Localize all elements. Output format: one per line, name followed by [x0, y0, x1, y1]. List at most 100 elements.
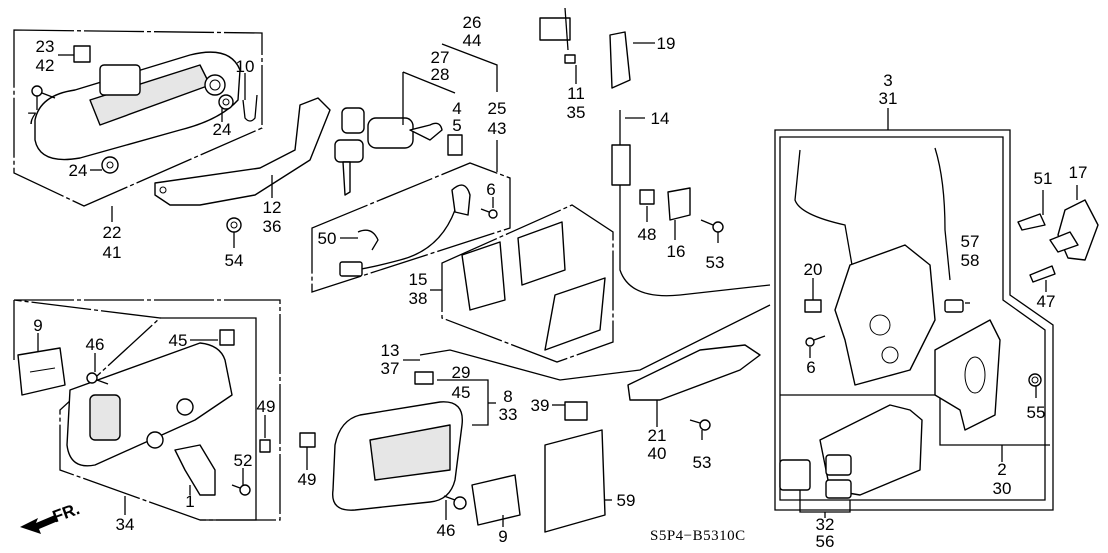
pad-59[interactable] [544, 429, 606, 533]
callout-24-a: 24 [213, 120, 232, 139]
inside-door-handle[interactable] [66, 342, 233, 467]
bracket-16[interactable] [667, 187, 691, 221]
inside-handle-21[interactable] [627, 344, 761, 401]
callout-labels: 23 42 7 10 24 24 22 41 12 36 54 26 44 27… [27, 13, 1087, 551]
callout-3: 3 [883, 71, 892, 90]
callout-4: 4 [452, 99, 461, 118]
callout-31: 31 [879, 89, 898, 108]
callout-28: 28 [431, 65, 450, 84]
callout-47: 47 [1037, 292, 1056, 311]
callout-46-b: 46 [437, 521, 456, 540]
clip-23[interactable] [73, 45, 91, 63]
callout-45-a: 45 [169, 331, 188, 350]
callout-10: 10 [236, 57, 255, 76]
callout-42: 42 [36, 56, 55, 75]
front-label: FR. [50, 499, 82, 526]
callout-24-b: 24 [69, 161, 88, 180]
cover-9-b[interactable] [471, 474, 521, 526]
callout-29: 29 [452, 363, 471, 382]
keys[interactable] [334, 107, 365, 196]
group-outline-actuator [441, 204, 614, 363]
callout-33: 33 [499, 405, 518, 424]
handle-bracket-12[interactable] [154, 97, 331, 206]
callout-46-a: 46 [86, 335, 105, 354]
screw-52[interactable] [231, 484, 251, 496]
callout-6-b: 6 [806, 358, 815, 377]
cover-9-a[interactable] [17, 347, 66, 396]
callout-40: 40 [648, 444, 667, 463]
door-switch-harness[interactable] [339, 184, 471, 277]
callout-39: 39 [531, 396, 550, 415]
callout-34: 34 [116, 515, 135, 534]
cap-19[interactable] [609, 31, 631, 89]
clip-50[interactable] [357, 229, 379, 251]
bolt-47[interactable] [1029, 265, 1056, 283]
callout-58: 58 [961, 251, 980, 270]
callout-15: 15 [409, 270, 428, 289]
diagram-code: S5P4−B5310C [650, 528, 746, 544]
inner-handle-8[interactable] [331, 401, 464, 511]
door-latch-assembly[interactable] [794, 147, 951, 386]
washer-24-b[interactable] [101, 156, 119, 174]
outer-door-handle[interactable] [34, 51, 241, 161]
callout-25: 25 [488, 99, 507, 118]
callout-51: 51 [1034, 169, 1053, 188]
rod-13[interactable] [419, 304, 771, 381]
door-lock-actuator[interactable] [461, 221, 606, 351]
bracket-plate-2[interactable] [934, 319, 1001, 431]
callout-22: 22 [103, 223, 122, 242]
clip-49-b[interactable] [299, 432, 316, 448]
callout-1: 1 [185, 492, 194, 511]
clip-4-5[interactable] [447, 134, 463, 156]
lock-cable-14[interactable] [611, 110, 771, 297]
clip-49-a[interactable] [259, 439, 271, 453]
connector-bracket-32[interactable] [779, 404, 923, 499]
striker-17[interactable] [1049, 199, 1099, 261]
bolt-51[interactable] [1017, 213, 1046, 231]
callout-52: 52 [234, 451, 253, 470]
callout-21: 21 [648, 426, 667, 445]
callout-35: 35 [567, 103, 586, 122]
callout-8: 8 [503, 387, 512, 406]
callout-14: 14 [651, 109, 670, 128]
callout-59: 59 [617, 491, 636, 510]
screw-53-b[interactable] [689, 419, 711, 431]
callout-49-a: 49 [257, 397, 276, 416]
callout-53-a: 53 [706, 253, 725, 272]
callout-37: 37 [381, 359, 400, 378]
screw-6-b[interactable] [805, 335, 826, 347]
leader-lines [36, 42, 1078, 527]
clip-11[interactable] [539, 7, 576, 64]
screw-46-b[interactable] [443, 495, 467, 510]
callout-13: 13 [381, 341, 400, 360]
screw-6-a[interactable] [480, 208, 498, 219]
bolt-55[interactable] [1028, 373, 1042, 387]
clip-48[interactable] [639, 189, 655, 205]
screw-53-a[interactable] [700, 219, 724, 233]
callout-16: 16 [667, 242, 686, 261]
spring-10[interactable] [242, 94, 258, 122]
clip-29[interactable] [414, 371, 434, 385]
callout-45-b: 45 [452, 383, 471, 402]
screw-7[interactable] [31, 85, 56, 99]
key-cylinder[interactable] [367, 117, 443, 149]
callout-30: 30 [993, 479, 1012, 498]
callout-2: 2 [997, 460, 1006, 479]
group-outline-inside-handle [13, 299, 281, 521]
nut-54[interactable] [226, 217, 242, 233]
screw-46-a[interactable] [86, 372, 109, 385]
connector-57[interactable] [944, 299, 964, 313]
callout-12: 12 [263, 198, 282, 217]
callout-7: 7 [27, 109, 36, 128]
callout-32: 32 [816, 515, 835, 534]
callout-20: 20 [804, 260, 823, 279]
callout-43: 43 [488, 119, 507, 138]
switch-1[interactable] [174, 444, 216, 496]
clip-20[interactable] [804, 299, 822, 313]
callout-11: 11 [567, 84, 585, 103]
callout-53-b: 53 [693, 453, 712, 472]
clip-45-a[interactable] [219, 329, 235, 346]
washer-24-a[interactable] [218, 94, 234, 110]
clip-39[interactable] [564, 401, 588, 421]
callout-56: 56 [816, 532, 835, 551]
